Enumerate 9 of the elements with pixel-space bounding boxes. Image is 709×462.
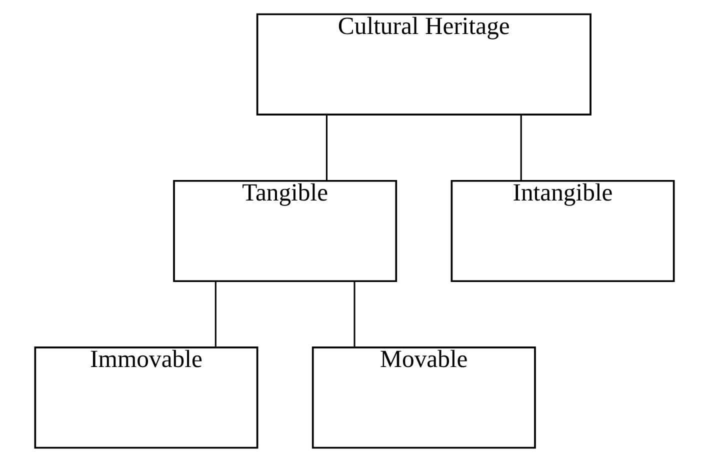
node-box: Intangible [450,180,675,282]
connector [354,281,356,348]
node-box: Immovable [34,346,258,449]
node-box: Tangible [173,180,398,282]
node-box: Cultural Heritage [256,13,592,116]
connector [214,281,216,348]
connector [326,114,328,181]
connector [520,114,522,181]
node-box: Movable [312,346,536,449]
